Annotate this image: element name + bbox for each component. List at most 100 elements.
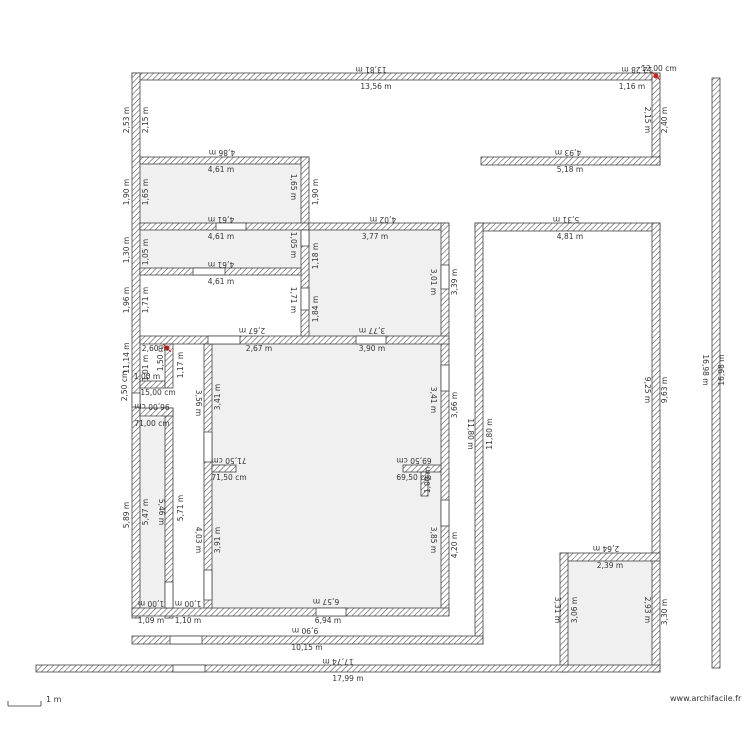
room-floors bbox=[140, 164, 652, 665]
wall bbox=[711, 77, 721, 669]
dimension-label: 2,40 m bbox=[660, 107, 669, 133]
wall bbox=[131, 72, 661, 81]
dimension-label: 1,65 m bbox=[141, 179, 150, 205]
door bbox=[207, 335, 241, 345]
dimension-label: 71,50 cm bbox=[211, 473, 246, 482]
dimension-label: 16,98 m bbox=[701, 354, 710, 385]
wall bbox=[420, 471, 429, 497]
wall bbox=[651, 222, 661, 673]
door bbox=[355, 335, 387, 345]
dimension-label: 5,71 m bbox=[176, 495, 185, 521]
wall bbox=[139, 335, 450, 345]
dimension-label: 3,41 m bbox=[213, 384, 222, 410]
wall bbox=[139, 156, 310, 165]
room-top-left bbox=[140, 164, 301, 223]
door bbox=[203, 569, 213, 601]
dimension-label: 3,77 m bbox=[362, 232, 388, 241]
dimension-label: 2,15 m bbox=[141, 107, 150, 133]
dimension-label: 1,01 m bbox=[141, 355, 150, 381]
dimension-label: 1,90 m bbox=[122, 179, 131, 205]
dimension-label: 1,09 m bbox=[138, 616, 164, 625]
dimension-label: 2,60 m bbox=[142, 344, 168, 353]
dimension-label: 1,84 m bbox=[311, 296, 320, 322]
door bbox=[300, 229, 310, 247]
wall bbox=[139, 407, 174, 417]
room-small-right bbox=[568, 561, 652, 665]
room-middle-left bbox=[140, 230, 301, 268]
dimension-label: 1,05 m bbox=[289, 232, 298, 258]
scale-bar bbox=[7, 701, 42, 707]
dimension-label: 6,94 m bbox=[315, 616, 341, 625]
dimension-label: 1,16 m bbox=[619, 82, 645, 91]
dimension-label: 1,00 m bbox=[423, 467, 432, 493]
dimension-label: 5,46 m bbox=[157, 499, 166, 525]
dimension-label: 3,39 m bbox=[450, 269, 459, 295]
dimension-label: 13,81 m bbox=[355, 65, 386, 74]
dimension-label: 2,39 m bbox=[597, 561, 623, 570]
dimension-label: 3,41 m bbox=[429, 387, 438, 413]
wall bbox=[651, 72, 661, 166]
dimension-label: 10,15 m bbox=[291, 643, 322, 652]
dimension-label: 5,47 m bbox=[141, 499, 150, 525]
dimension-label: 1,05 m bbox=[141, 239, 150, 265]
door bbox=[440, 264, 450, 290]
marker-icon bbox=[162, 343, 172, 353]
dimension-label: 9,63 m bbox=[660, 377, 669, 403]
door bbox=[172, 664, 206, 673]
dimension-label: 9,90 m bbox=[292, 626, 318, 635]
dimension-label: 17,74 m bbox=[322, 657, 353, 666]
dimension-label: 5,31 m bbox=[553, 215, 579, 224]
dimension-label: 3,06 m bbox=[570, 597, 579, 623]
scale-label: 1 m bbox=[46, 695, 62, 704]
dimension-label: 4,02 m bbox=[370, 215, 396, 224]
dimension-label: 13,56 m bbox=[360, 82, 391, 91]
watermark: www.archifacile.fr bbox=[670, 694, 742, 703]
dimension-label: 4,03 m bbox=[194, 527, 203, 553]
door bbox=[440, 499, 450, 527]
dimension-label: 4,86 m bbox=[209, 148, 235, 157]
door bbox=[215, 222, 247, 231]
door bbox=[300, 287, 310, 311]
wall bbox=[480, 156, 661, 166]
dimension-label: 11,80 m bbox=[466, 418, 475, 449]
dimension-label: 2,50 cm bbox=[120, 371, 129, 402]
dimension-label: 4,93 m bbox=[555, 148, 581, 157]
marker-icon bbox=[651, 71, 661, 81]
dimension-label: 1,65 m bbox=[289, 174, 298, 200]
dimension-label: 2,93 m bbox=[643, 597, 652, 623]
dimension-label: 1,00 m bbox=[175, 599, 201, 608]
wall bbox=[474, 222, 484, 645]
dimension-label: 2,67 m bbox=[239, 326, 265, 335]
dimension-label: 3,31 m bbox=[553, 597, 562, 623]
wall bbox=[131, 72, 141, 619]
dimension-label: 2,15 m bbox=[643, 107, 652, 133]
room-corridor bbox=[140, 418, 165, 608]
wall bbox=[131, 635, 484, 645]
dimension-label: 16,98 m bbox=[717, 354, 726, 385]
dimension-label: 1,50 m bbox=[156, 345, 165, 371]
room-main bbox=[212, 344, 441, 608]
dimension-label: 15,00 cm bbox=[140, 388, 175, 397]
dimension-label: 69,50 cm bbox=[396, 473, 431, 482]
room-upper-right bbox=[309, 230, 441, 336]
dimension-label: 2,64 m bbox=[593, 544, 619, 553]
openings bbox=[131, 222, 450, 673]
dimension-label: 1,71 m bbox=[289, 287, 298, 313]
wall bbox=[35, 664, 661, 673]
dimension-label: 3,90 m bbox=[359, 344, 385, 353]
wall bbox=[300, 156, 310, 345]
dimension-label: 12,00 cm bbox=[641, 64, 676, 73]
red-markers bbox=[162, 71, 661, 353]
dimension-label: 1,90 m bbox=[311, 179, 320, 205]
dimension-label: 4,61 m bbox=[208, 215, 234, 224]
dimension-label: 69,50 cm bbox=[396, 456, 431, 465]
dimension-label: 2,67 m bbox=[246, 344, 272, 353]
dimension-label: 4,61 m bbox=[208, 232, 234, 241]
dimension-label: 5,18 m bbox=[557, 165, 583, 174]
dimension-label: 5,89 m bbox=[122, 502, 131, 528]
dimension-label: 4,61 m bbox=[208, 260, 234, 269]
dimension-label: 3,56 m bbox=[194, 390, 203, 416]
dimension-label: 1,18 m bbox=[311, 243, 320, 269]
dimension-label: 1,30 m bbox=[122, 237, 131, 263]
